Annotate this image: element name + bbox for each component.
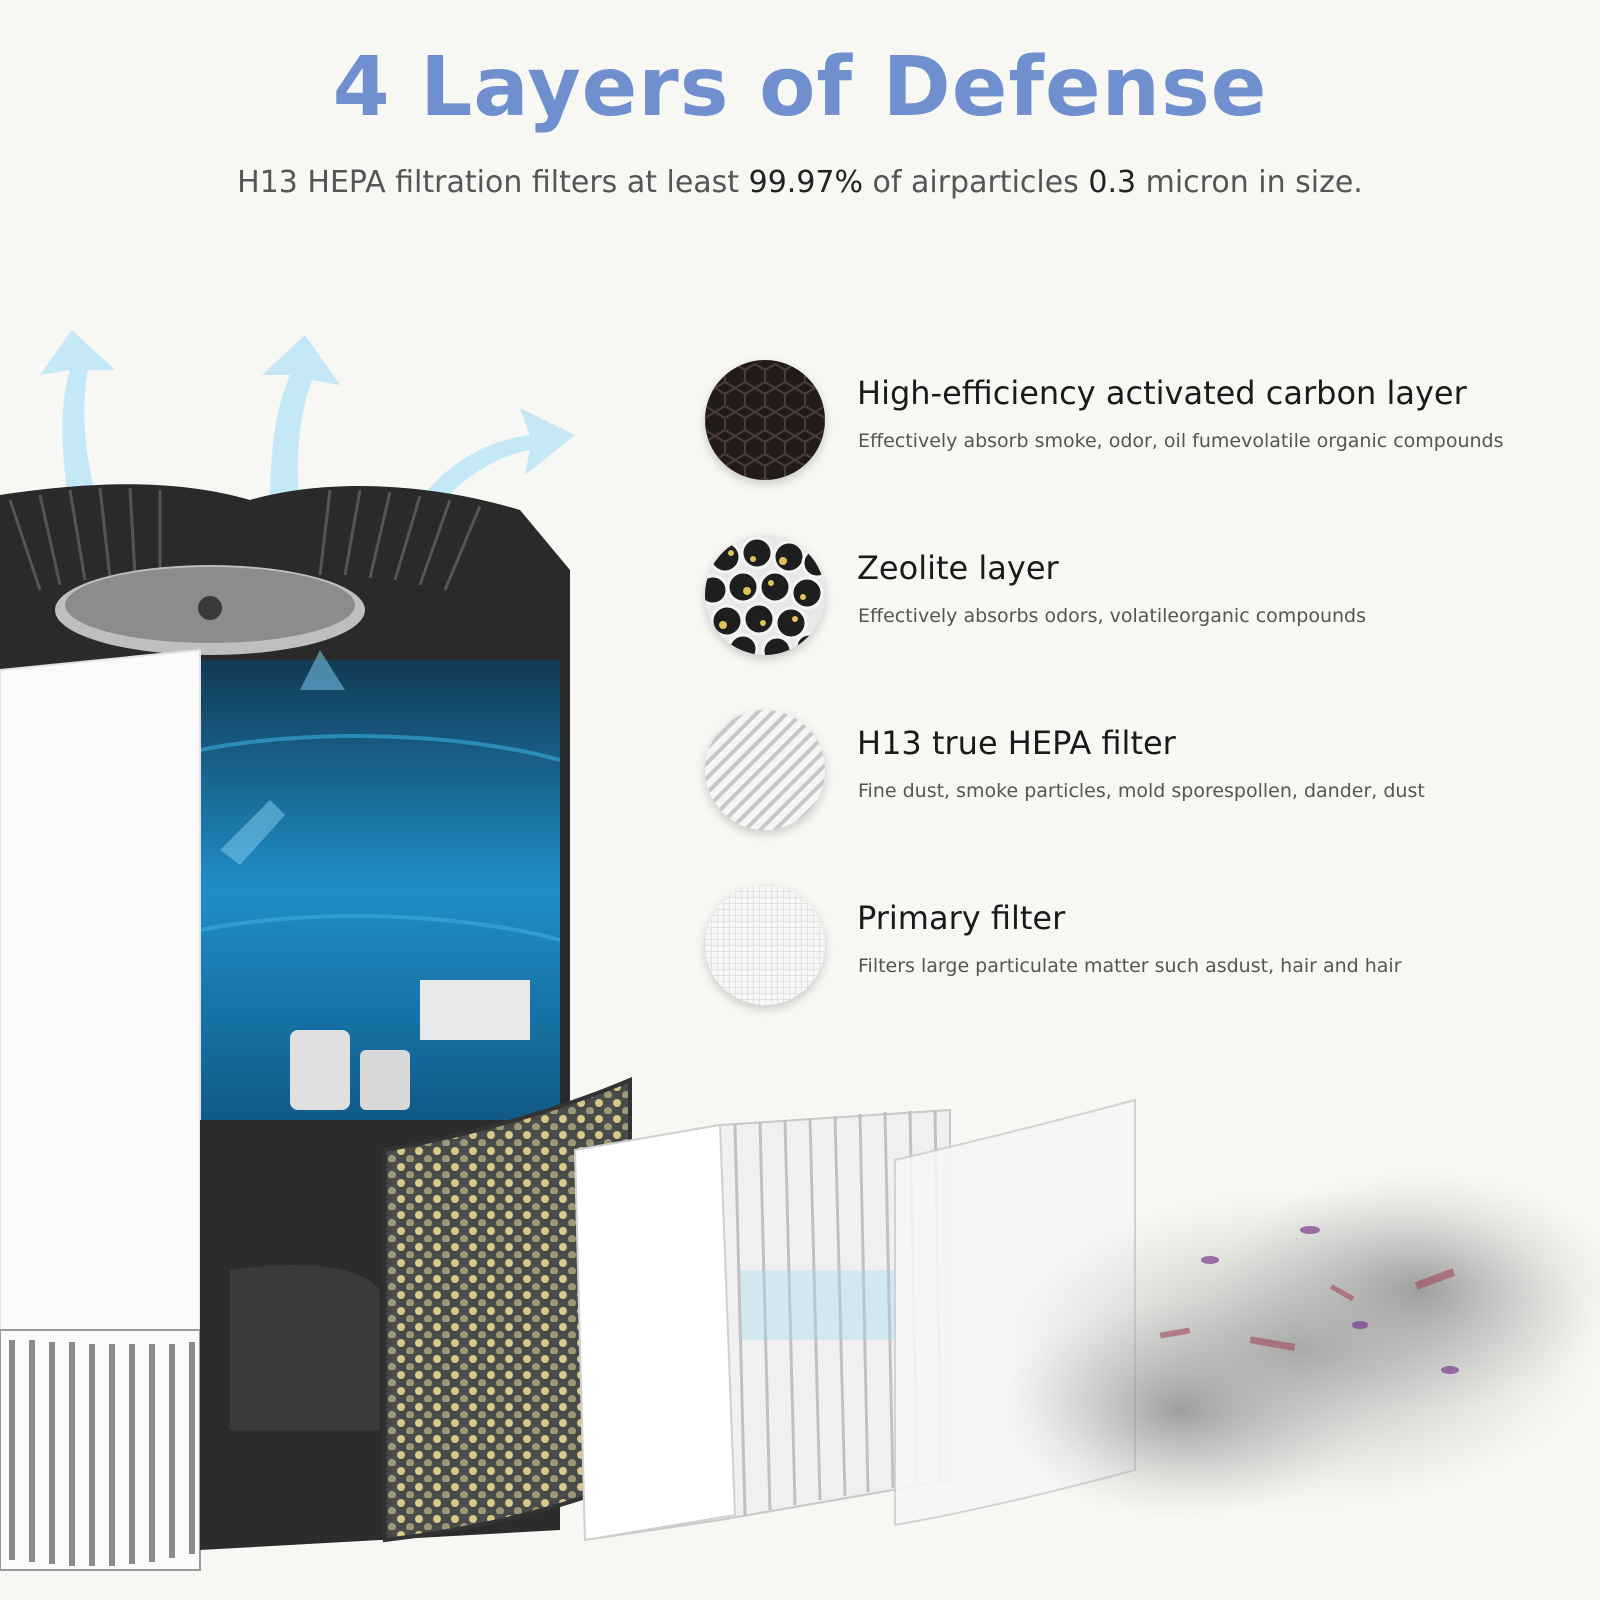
page-subtitle: H13 HEPA filtration filters at least 99.… xyxy=(0,165,1600,200)
subtitle-text-3: micron in size. xyxy=(1136,165,1363,200)
layer-title: Zeolite layer xyxy=(857,549,1059,587)
mesh-filter-icon xyxy=(705,885,825,1005)
filter-layers-list: High-efficiency activated carbon layer E… xyxy=(705,360,1585,1060)
airflow-arrows-icon xyxy=(40,330,575,510)
layer-description: Effectively absorb smoke, odor, oil fume… xyxy=(858,430,1504,452)
subtitle-value-percent: 99.97% xyxy=(748,165,863,200)
dust-cloud xyxy=(1000,1170,1600,1520)
zeolite-icon xyxy=(705,535,825,655)
purifier-illustration xyxy=(0,330,1600,1572)
hepa-filter-block xyxy=(573,1108,951,1542)
layer-item-hepa: H13 true HEPA filter Fine dust, smoke pa… xyxy=(705,710,1585,885)
layer-title: Primary filter xyxy=(857,899,1066,937)
layer-title: H13 true HEPA filter xyxy=(857,724,1176,762)
hepa-pleats-icon xyxy=(705,710,825,830)
page-title: 4 Layers of Defense xyxy=(332,40,1268,135)
layer-item-carbon: High-efficiency activated carbon layer E… xyxy=(705,360,1585,535)
layer-item-primary: Primary filter Filters large particulate… xyxy=(705,885,1585,1060)
subtitle-text-1: H13 HEPA filtration filters at least xyxy=(237,165,749,200)
layer-description: Effectively absorbs odors, volatileorgan… xyxy=(858,605,1366,627)
layer-title: High-efficiency activated carbon layer xyxy=(857,374,1467,412)
layer-description: Fine dust, smoke particles, mold sporesp… xyxy=(858,780,1425,802)
carbon-honeycomb-icon xyxy=(705,360,825,480)
subtitle-text-2: of airparticles xyxy=(863,165,1089,200)
subtitle-value-micron: 0.3 xyxy=(1088,165,1137,200)
purifier-body xyxy=(0,484,570,1572)
layer-description: Filters large particulate matter such as… xyxy=(858,955,1402,977)
layer-item-zeolite: Zeolite layer Effectively absorbs odors,… xyxy=(705,535,1585,710)
